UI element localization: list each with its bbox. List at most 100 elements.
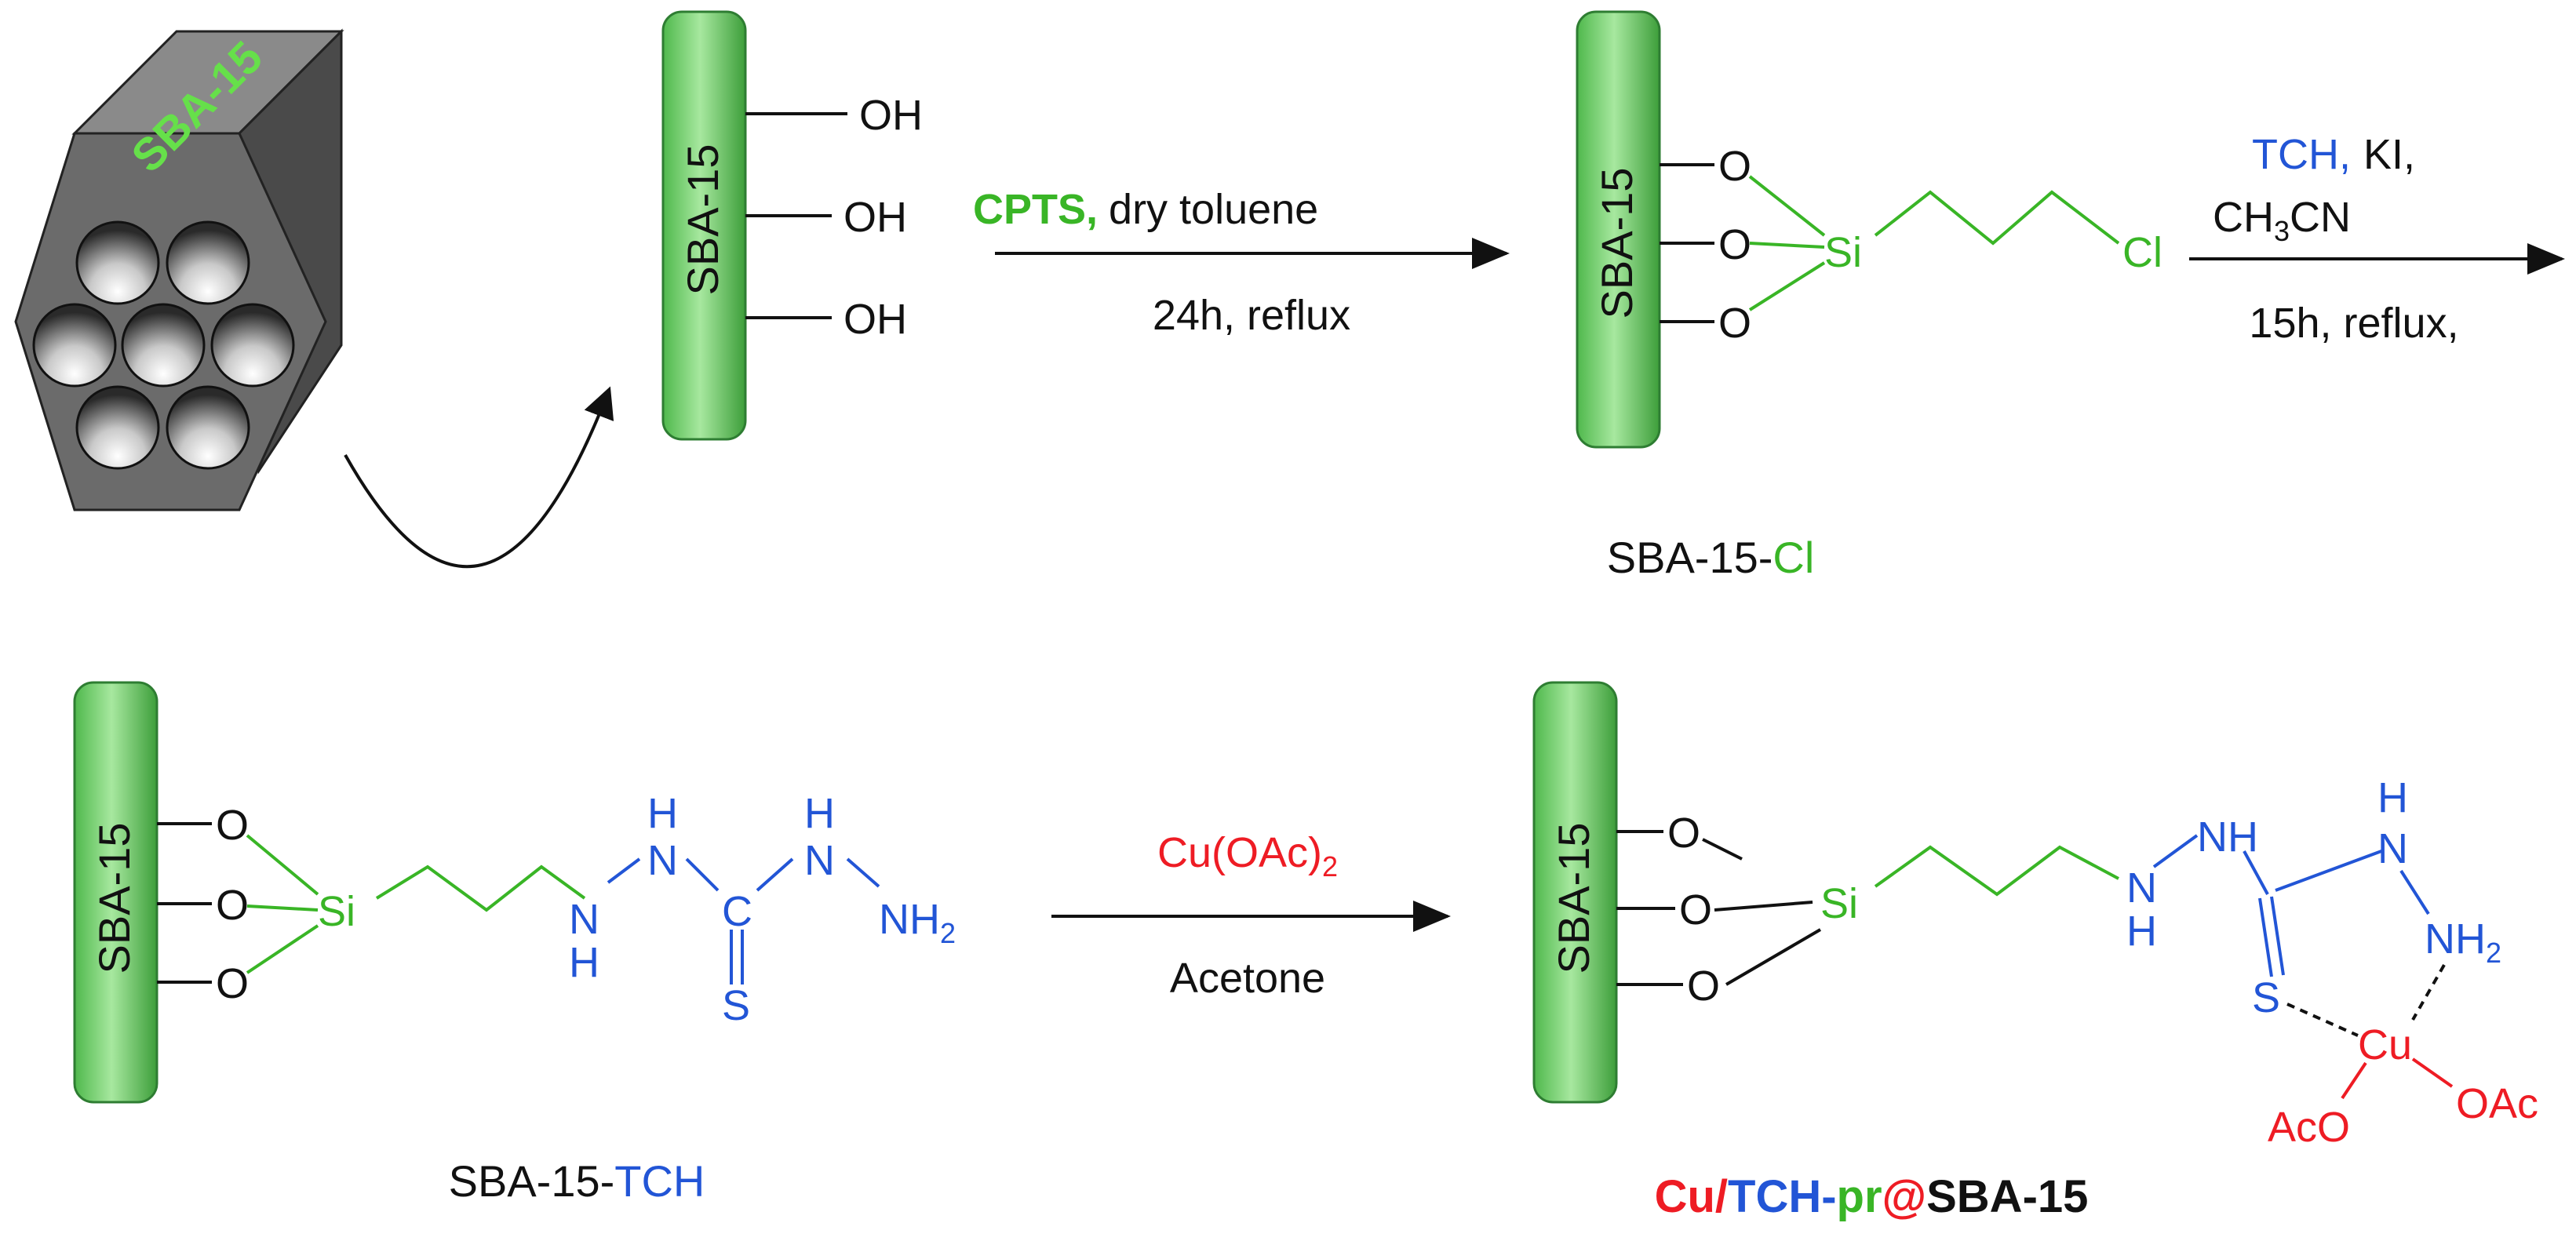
silicon-label: Si — [318, 888, 355, 935]
silica-rod-tch: SBA-15 O O O Si H N H N C S H N NH2 — [73, 681, 956, 1104]
support-label: SBA-15 — [678, 144, 727, 296]
terminal-nh2: NH2 — [879, 896, 956, 949]
si-o-bond — [1748, 261, 1826, 311]
solvent-ch: CH — [2213, 194, 2274, 241]
support-label: SBA-15 — [1592, 168, 1641, 319]
support-rod — [1532, 681, 1618, 1104]
n-cu-coordination — [2411, 964, 2446, 1021]
reagent-ki: KI, — [2363, 131, 2415, 178]
nh-n: N — [804, 837, 835, 884]
oxygen-label: O — [1718, 143, 1751, 190]
nh-h: H — [804, 790, 835, 837]
thiocarbonyl-c: C — [722, 888, 752, 935]
step2-solvent: CH3CN — [2213, 194, 2351, 247]
pore — [32, 303, 117, 388]
subscript-2: 2 — [2486, 937, 2501, 969]
nh-n: N — [569, 896, 599, 943]
subscript-2: 2 — [1322, 850, 1338, 883]
reaction-step-1: CPTS,dry toluene 24h, reflux — [973, 186, 1510, 339]
oxygen-label: O — [216, 882, 249, 929]
acetate-right: OAc — [2456, 1080, 2538, 1127]
nh-h: H — [2126, 908, 2157, 955]
support-label: SBA-15 — [89, 823, 139, 974]
nh-n: N — [2126, 864, 2157, 912]
reagent-cu-oac: Cu(OAc) — [1157, 829, 1322, 876]
caption-prefix: SBA-15- — [1607, 533, 1773, 582]
reagent-cpts: CPTS, — [973, 186, 1098, 233]
nh-h: H — [647, 790, 678, 837]
si-o-bond — [1749, 242, 1825, 249]
reaction-step-3: Cu(OAc)2 Acetone — [1051, 829, 1451, 1002]
n-n-bond — [2152, 834, 2199, 868]
nh-c-bond — [2243, 850, 2269, 895]
final-product-caption: Cu/TCH-pr@SBA-15 — [1655, 1171, 2089, 1222]
subscript-3: 3 — [2274, 215, 2290, 247]
oxygen-label: O — [1687, 963, 1720, 1010]
si-o-bond — [1702, 838, 1743, 861]
caption-at: @ — [1882, 1171, 1927, 1222]
acetate-left: AcO — [2268, 1104, 2350, 1151]
curved-arrow — [344, 386, 614, 569]
propyl-chain — [1874, 845, 2119, 897]
silica-rod-chloropropyl: SBA-15 O O O Si Cl — [1576, 10, 2162, 449]
hydroxyl-label: OH — [843, 296, 907, 343]
nh-group: NH — [2197, 813, 2258, 861]
c-n-bond — [756, 857, 794, 892]
si-o-bond — [246, 834, 319, 896]
si-o-bond — [1714, 901, 1813, 912]
si-o-bond — [246, 904, 319, 912]
subscript-2: 2 — [940, 917, 956, 949]
step3-reagent: Cu(OAc)2 — [1157, 829, 1338, 883]
oxygen-label: O — [216, 802, 249, 849]
propyl-chain — [1874, 190, 2120, 246]
cu-oac-bond — [2411, 1057, 2454, 1088]
s-cu-coordination — [2286, 1003, 2359, 1037]
pore — [121, 303, 206, 388]
pore — [75, 385, 160, 470]
n-n-bond — [846, 857, 880, 888]
step2-conditions: 15h, reflux, — [2249, 300, 2458, 347]
thiocarbonyl-s: S — [2252, 974, 2280, 1021]
oxygen-label: O — [1679, 886, 1712, 934]
nh-n: N — [2377, 825, 2408, 872]
caption-suffix: Cl — [1773, 533, 1814, 582]
nh-h: H — [569, 939, 599, 986]
c-s-double-bond — [2270, 896, 2285, 976]
oxygen-label: O — [216, 960, 249, 1007]
support-rod — [1576, 10, 1661, 449]
silica-rod-hydroxyl: SBA-15 OH OH OH — [661, 10, 923, 441]
c-s-double-bond — [2258, 897, 2273, 977]
oxygen-label: O — [1718, 300, 1751, 347]
si-o-bond — [1725, 928, 1822, 986]
caption-tch: TCH- — [1728, 1171, 1837, 1222]
caption-pr: pr — [1837, 1171, 1882, 1222]
step3-solvent: Acetone — [1170, 955, 1325, 1002]
support-label: SBA-15 — [1549, 823, 1598, 974]
hexagonal-prism: SBA-15 — [14, 28, 344, 511]
pore — [166, 220, 250, 305]
pore — [75, 220, 160, 305]
silicon-label: Si — [1820, 880, 1858, 927]
silica-rod-cu-complex: SBA-15 O O O Si N H NH H N NH2 S — [1532, 681, 2538, 1151]
c-n-bond — [2275, 850, 2382, 892]
solvent-toluene: dry toluene — [1109, 186, 1318, 233]
step2-reagents: TCH,KI, — [2252, 131, 2415, 178]
chlorine-label: Cl — [2122, 229, 2162, 276]
nh-n: N — [647, 837, 678, 884]
caption-sba: SBA-15 — [1926, 1171, 2088, 1222]
nh-h: H — [2377, 774, 2408, 821]
terminal-nh2: NH2 — [2425, 915, 2501, 969]
propyl-chain — [375, 864, 586, 912]
silicon-label: Si — [1824, 229, 1862, 276]
nh2-base: NH — [2425, 915, 2486, 963]
hydroxyl-label: OH — [859, 92, 923, 139]
caption-suffix: TCH — [614, 1156, 705, 1206]
cu-oac-bond — [2341, 1061, 2367, 1100]
pore — [210, 303, 295, 388]
pore — [166, 385, 250, 470]
thiocarbonyl-s: S — [722, 982, 750, 1029]
sba-tch-caption: SBA-15-TCH — [449, 1156, 705, 1206]
oxygen-label: O — [1667, 810, 1700, 857]
